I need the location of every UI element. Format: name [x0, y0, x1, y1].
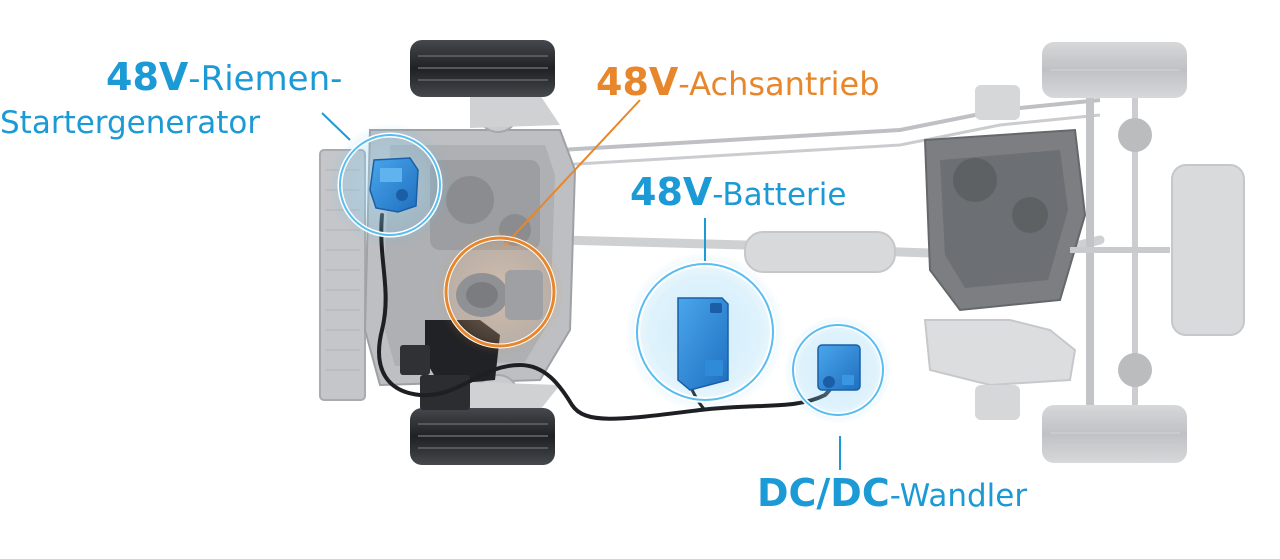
converter-module-icon [817, 344, 861, 391]
label-dcdc-type: DC/DC [757, 471, 890, 515]
label-rsg-voltage: 48V [106, 55, 189, 99]
label-axle-text: -Achsantrieb [678, 65, 880, 103]
label-rsg-text-2: Startergenerator [0, 105, 261, 141]
label-axle-voltage: 48V [596, 60, 679, 104]
belt-starter-generator-highlight [328, 123, 452, 247]
blue-component-icon [369, 157, 419, 213]
label-battery-text: -Batterie [712, 177, 847, 213]
battery-highlight [625, 252, 785, 412]
rear-chassis [555, 42, 1245, 463]
label-battery-voltage: 48V [630, 170, 713, 214]
leader-line-rsg [321, 112, 351, 141]
battery-module-icon [677, 297, 729, 391]
label-dcdc-converter: DC/DC-Wandler [757, 474, 1027, 512]
label-belt-starter-generator-line2: Startergenerator [0, 108, 260, 139]
label-dcdc-text: -Wandler [889, 478, 1028, 514]
label-battery: 48V-Batterie [630, 173, 846, 211]
axle-motor-icon [456, 270, 543, 320]
leader-line-axle [504, 99, 641, 246]
label-belt-starter-generator: 48V-Riemen- [106, 58, 342, 96]
dcdc-converter-highlight [784, 316, 892, 424]
axle-drive-highlight [436, 228, 564, 356]
wiring-harness [377, 213, 837, 421]
label-rsg-text-1: -Riemen- [188, 59, 343, 99]
label-axle-drive: 48V-Achsantrieb [596, 63, 880, 101]
